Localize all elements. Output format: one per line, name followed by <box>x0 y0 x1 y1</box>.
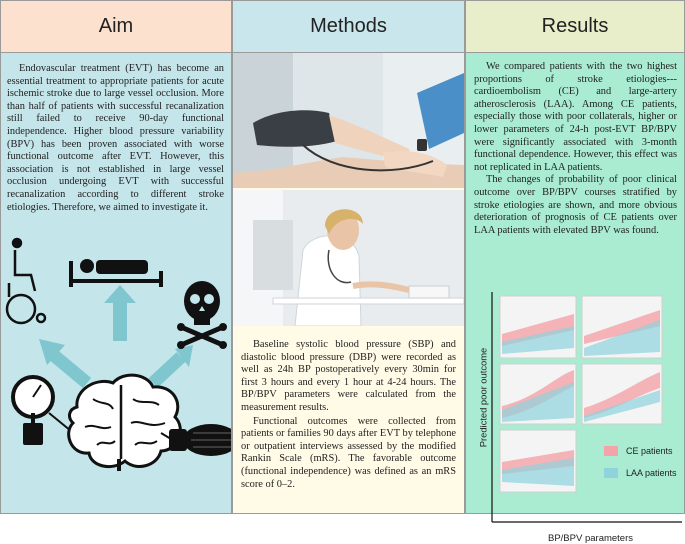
methods-text: Baseline systolic blood pressure (SBP) a… <box>241 339 456 491</box>
blood-pressure-measurement-photo <box>233 53 464 188</box>
mini-plot-panel <box>581 295 663 359</box>
aim-paragraph: Endovascular treatment (EVT) has become … <box>7 63 224 213</box>
brain-icon <box>67 373 182 471</box>
results-paragraph-2: The changes of probability of poor clini… <box>474 174 677 236</box>
methods-paragraph-1: Baseline systolic blood pressure (SBP) a… <box>241 339 456 413</box>
arrow-up-left-icon <box>39 339 92 388</box>
pressure-bulb-icon <box>160 424 231 456</box>
arrow-up-right-icon <box>148 345 193 388</box>
aim-text: Endovascular treatment (EVT) has become … <box>7 63 224 214</box>
legend-item-ce: CE patients <box>604 446 673 456</box>
figure-panels <box>491 292 682 523</box>
results-figure: Predicted poor outcome <box>476 286 682 544</box>
blood-pressure-gauge-icon <box>11 375 72 445</box>
methods-column: Methods <box>232 0 465 514</box>
legend-label-ce: CE patients <box>626 446 673 456</box>
methods-paragraph-2: Functional outcomes were collected from … <box>241 415 456 490</box>
results-body: We compared patients with the two highes… <box>466 53 684 544</box>
arrow-up-icon <box>104 285 136 341</box>
methods-body: Baseline systolic blood pressure (SBP) a… <box>233 53 464 513</box>
mini-plot-panel <box>499 429 577 493</box>
legend-item-laa: LAA patients <box>604 468 677 478</box>
doctor-at-desk-photo <box>233 190 464 326</box>
results-paragraph-1: We compared patients with the two highes… <box>474 61 677 173</box>
aim-header: Aim <box>1 1 231 53</box>
wheelchair-icon <box>5 237 47 325</box>
figure-x-axis-label: BP/BPV parameters <box>548 533 634 544</box>
results-header: Results <box>466 1 684 53</box>
bed-patient-icon <box>69 259 163 287</box>
legend-label-laa: LAA patients <box>626 468 677 478</box>
aim-body: Endovascular treatment (EVT) has become … <box>1 53 231 513</box>
mini-plot-panel <box>581 363 663 425</box>
aim-illustration <box>5 237 231 471</box>
results-text: We compared patients with the two highes… <box>474 61 677 237</box>
methods-header: Methods <box>233 1 464 53</box>
mini-plot-panel <box>499 295 577 359</box>
skull-crossbones-icon <box>177 281 227 349</box>
aim-column: Aim Endovascular treatment (EVT) has bec… <box>0 0 232 514</box>
mini-plot-panel <box>499 363 577 425</box>
legend-swatch-ce <box>604 446 618 456</box>
results-column: Results We compared patients with the tw… <box>465 0 685 544</box>
legend-swatch-laa <box>604 468 618 478</box>
